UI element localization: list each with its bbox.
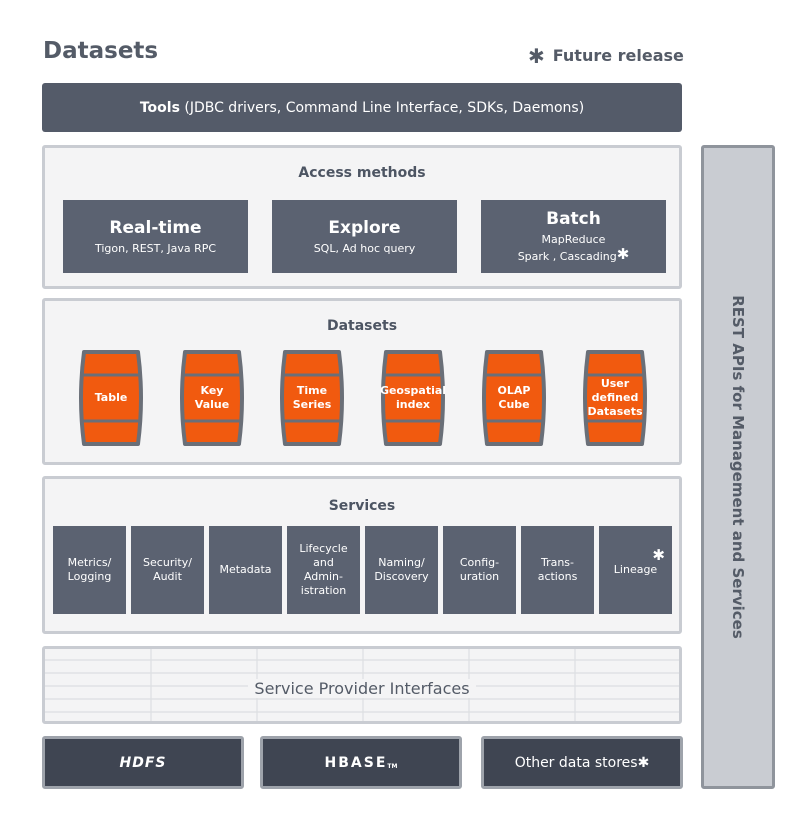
explore-sub: SQL, Ad hoc query [313, 241, 416, 255]
service-box: Trans- actions [521, 526, 594, 614]
explore-box: Explore SQL, Ad hoc query [272, 200, 457, 273]
page-title: Datasets [43, 38, 159, 64]
access-methods-panel: Access methods Real-time Tigon, REST, Ja… [42, 145, 682, 289]
asterisk-icon: ✱ [528, 44, 545, 68]
barrel-icon [482, 350, 546, 446]
service-box: Config- uration [443, 526, 516, 614]
tools-label-rest: (JDBC drivers, Command Line Interface, S… [179, 99, 585, 116]
future-release-label: Future release [552, 46, 684, 65]
service-label: Lineage [613, 563, 658, 576]
batch-box: Batch MapReduce Spark , Cascading✱ [481, 200, 666, 273]
asterisk-icon: ✱ [652, 546, 665, 564]
services-title: Services [328, 498, 396, 514]
dataset-label: User defined Datasets [587, 377, 643, 418]
hbase-logo: HBASETM [325, 755, 398, 771]
other-stores-label: Other data stores [514, 754, 638, 771]
dataset-barrel: Table [76, 349, 146, 447]
dataset-label: Time Series [292, 384, 332, 411]
hdfs-logo: HDFS [119, 754, 167, 771]
dataset-label: Table [94, 391, 128, 404]
hbase-label: HBASE [324, 754, 388, 771]
service-box: Lineage✱ [599, 526, 672, 614]
barrel-icon [583, 350, 647, 446]
dataset-barrel: Time Series [277, 349, 347, 447]
dataset-barrel: Key Value [177, 349, 247, 447]
asterisk-icon: ✱ [637, 754, 650, 771]
asterisk-icon: ✱ [616, 245, 630, 263]
service-label: Security/ Audit [143, 556, 192, 583]
access-methods-title: Access methods [298, 165, 426, 181]
rest-apis-label: REST APIs for Management and Services [729, 295, 747, 639]
batch-line1: MapReduce [541, 233, 606, 246]
other-stores: Other data stores✱ [481, 736, 683, 789]
tools-bar: Tools (JDBC drivers, Command Line Interf… [42, 83, 682, 132]
explore-heading: Explore [328, 217, 401, 238]
service-label: Metrics/ Logging [67, 556, 112, 583]
barrel-icon [381, 350, 445, 446]
service-box: Naming/ Discovery [365, 526, 438, 614]
service-box: Lifecycle and Admin- istration [287, 526, 360, 614]
batch-heading: Batch [546, 209, 601, 229]
realtime-box: Real-time Tigon, REST, Java RPC [63, 200, 248, 273]
hdfs-store: HDFS [42, 736, 244, 789]
service-box: Security/ Audit [131, 526, 204, 614]
barrel-icon [280, 350, 344, 446]
barrel-icon [180, 350, 244, 446]
dataset-barrel: OLAP Cube [479, 349, 549, 447]
realtime-heading: Real-time [109, 217, 202, 238]
future-release-legend: ✱ Future release [528, 44, 684, 68]
dataset-label: Geospatial index [379, 384, 447, 411]
tools-label-bold: Tools [139, 99, 180, 116]
service-box: Metadata [209, 526, 282, 614]
spi-label: Service Provider Interfaces [248, 679, 476, 698]
dataset-barrel: Geospatial index [378, 349, 448, 447]
dataset-label: Key Value [194, 384, 230, 411]
service-provider-interfaces: Service Provider Interfaces [42, 646, 682, 724]
datasets-panel: Datasets Table Key Value Time Series Geospa… [42, 298, 682, 465]
service-label: Naming/ Discovery [374, 556, 429, 583]
service-label: Config- uration [459, 556, 500, 583]
service-label: Lifecycle and Admin- istration [299, 542, 348, 597]
services-panel: Services Metrics/ Logging Security/ Audit… [42, 476, 682, 634]
batch-line2: Spark , Cascading [517, 250, 617, 263]
hbase-store: HBASETM [260, 736, 462, 789]
dataset-barrel: User defined Datasets [580, 349, 650, 447]
datasets-title: Datasets [326, 318, 398, 334]
dataset-label: OLAP Cube [497, 384, 531, 411]
realtime-sub: Tigon, REST, Java RPC [94, 241, 217, 255]
service-box: Metrics/ Logging [53, 526, 126, 614]
service-label: Trans- actions [537, 556, 578, 583]
barrel-icon [79, 350, 143, 446]
service-label: Metadata [219, 563, 272, 576]
hbase-tm: TM [387, 762, 398, 770]
rest-apis-bar: REST APIs for Management and Services [701, 145, 775, 789]
